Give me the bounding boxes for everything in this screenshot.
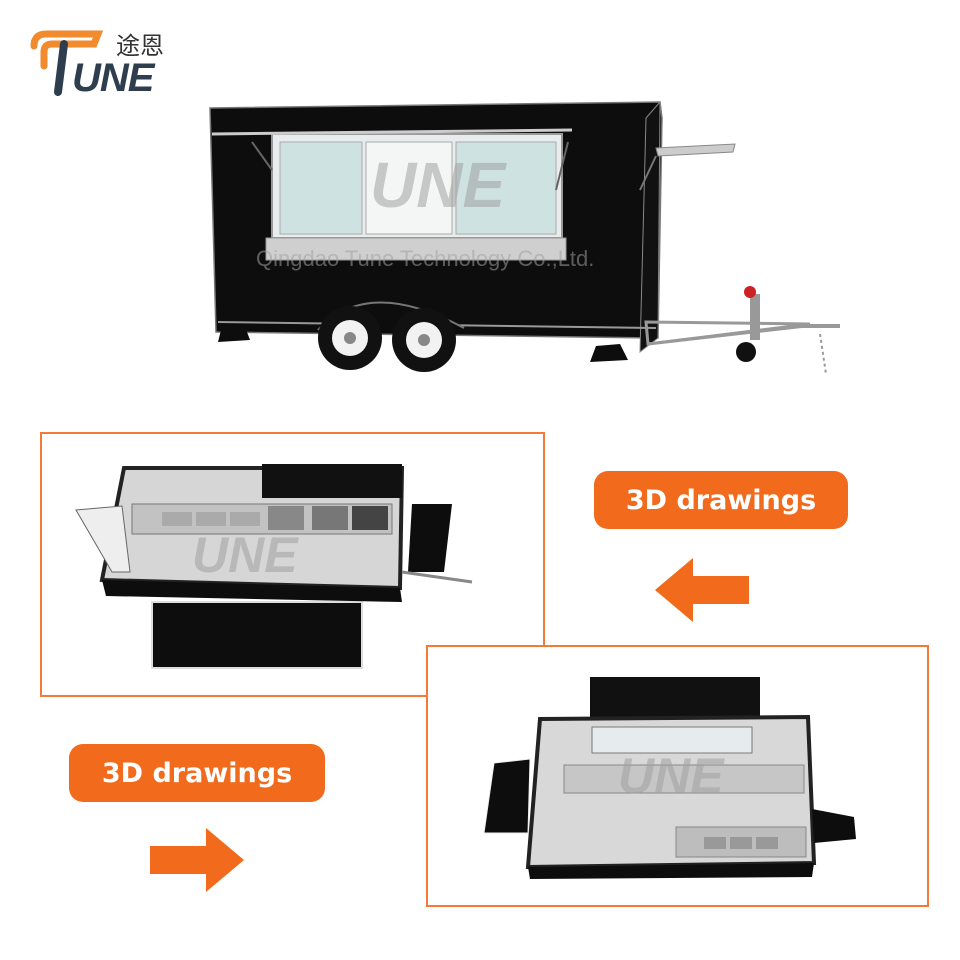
brand-name-en: UNE <box>72 56 154 100</box>
tune-logo-icon <box>30 30 104 96</box>
label-3d-drawings-top: 3D drawings <box>594 471 848 529</box>
brand-logo: 途恩 UNE <box>28 26 178 106</box>
trailer-interior-illustration-right <box>483 677 856 879</box>
label-3d-drawings-bottom: 3D drawings <box>69 744 325 802</box>
watermark-logo-top: UNE <box>370 149 506 221</box>
watermark-logo-right: UNE <box>618 748 724 804</box>
watermark-company: Qingdao Tune Technology Co.,Ltd. <box>256 246 595 271</box>
arrow-left-icon <box>655 558 749 622</box>
trailer-exterior-illustration <box>209 100 840 375</box>
watermark-logo-left: UNE <box>192 527 298 583</box>
arrow-right-icon <box>150 828 244 892</box>
trailer-interior-illustration-left <box>75 464 473 669</box>
interior-view-frame-right: UNE <box>426 645 929 907</box>
brand-name-cn: 途恩 <box>116 32 164 60</box>
